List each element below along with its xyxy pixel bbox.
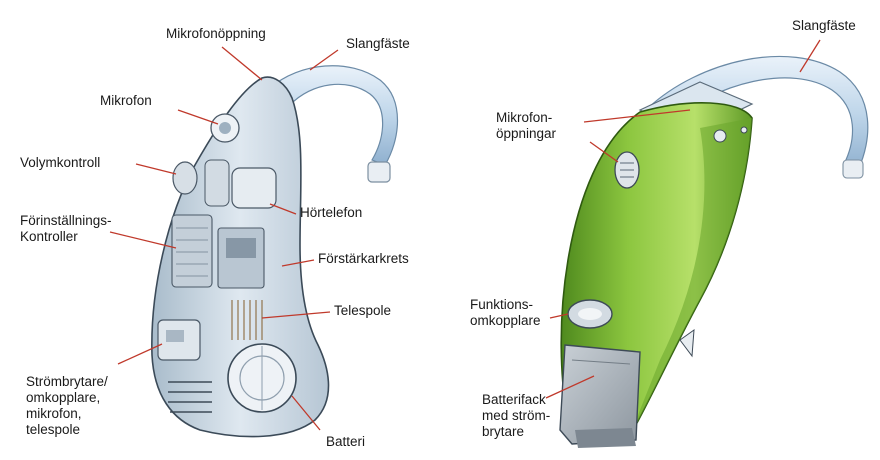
label-mikrofonoppningar: Mikrofon- öppningar [496, 110, 556, 142]
label-mikrofonoppningar-line2: öppningar [496, 126, 556, 142]
label-slangfaste-right: Slangfäste [792, 18, 856, 34]
right-device [546, 40, 868, 448]
label-batterifack-line2: med ström- [482, 408, 550, 424]
label-batterifack-line1: Batterifack [482, 392, 550, 408]
left-receiver-part [232, 168, 276, 208]
label-mikrofonoppning: Mikrofonöppning [166, 26, 266, 42]
label-forinstallnings-line1: Förinställnings- [20, 213, 112, 229]
left-tube-tip [368, 162, 390, 182]
label-batterifack-line3: brytare [482, 424, 550, 440]
label-strombrytare-line3: mikrofon, [26, 406, 108, 422]
label-strombrytare-line1: Strömbrytare/ [26, 374, 108, 390]
label-mikrofon: Mikrofon [100, 93, 152, 109]
label-volymkontroll: Volymkontroll [20, 155, 100, 171]
label-funktionsomkopplare-line1: Funktions- [470, 297, 541, 313]
label-forstarkarkrets: Förstärkarkrets [318, 251, 409, 267]
right-tube-tip [843, 160, 863, 178]
left-device [110, 47, 398, 437]
label-funktionsomkopplare: Funktions- omkopplare [470, 297, 541, 329]
label-forinstallnings-kontroller: Förinställnings- Kontroller [20, 213, 112, 245]
label-batterifack: Batterifack med ström- brytare [482, 392, 550, 440]
label-funktionsomkopplare-line2: omkopplare [470, 313, 541, 329]
label-batteri: Batteri [326, 434, 365, 450]
left-volume-wheel-part [173, 162, 197, 194]
label-strombrytare: Strömbrytare/ omkopplare, mikrofon, tele… [26, 374, 108, 438]
label-mikrofonoppningar-line1: Mikrofon- [496, 110, 556, 126]
label-forinstallnings-line2: Kontroller [20, 229, 112, 245]
label-telespole: Telespole [334, 303, 391, 319]
label-strombrytare-line2: omkopplare, [26, 390, 108, 406]
label-strombrytare-line4: telespole [26, 422, 108, 438]
label-slangfaste-left: Slangfäste [346, 36, 410, 52]
label-hortelefon: Hörtelefon [300, 205, 362, 221]
